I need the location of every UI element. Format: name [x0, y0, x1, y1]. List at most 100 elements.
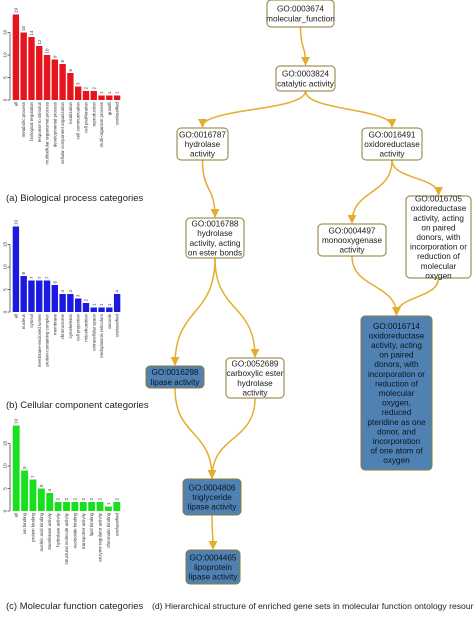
bar-bp-9: [82, 91, 90, 100]
node-text-n7-7: molecular: [421, 262, 457, 271]
bar-cc-10: [90, 307, 97, 312]
bar-bp-5: [51, 59, 59, 100]
node-text-n3-2: activity: [190, 150, 216, 159]
bar-bp-4: [43, 55, 51, 100]
node-text-n10-1: oxidoreductase: [369, 331, 425, 340]
diagram-edges: [170, 26, 443, 550]
node-text-n10-8: oxygen,: [382, 399, 411, 408]
diagram-nodes: GO:0003674molecular_functionGO:0003824ca…: [145, 0, 472, 585]
category-label-bp-2: biological regulation: [29, 101, 34, 140]
node-box-n11: [182, 478, 242, 516]
node-text-n4-0: GO:0016491: [369, 130, 416, 139]
bar-label-mf-3: 5: [39, 484, 44, 487]
y-tick-label-cc-15: 15: [3, 242, 9, 248]
bar-cc-11: [98, 307, 105, 312]
node-text-n10-2: activity, acting: [371, 341, 422, 350]
bar-mf-4: [46, 493, 54, 511]
node-text-n4-2: activity: [379, 150, 405, 159]
node-box-n1: [266, 0, 335, 28]
category-label-mf-6: structural molecule activity: [64, 512, 69, 564]
category-label-mf-3: nucleic acid binding: [39, 512, 44, 551]
bar-cc-1: [20, 276, 27, 312]
category-label-cc-6: chromosome: [60, 313, 65, 339]
node-text-n10-11: donor, and: [377, 427, 416, 436]
bar-bp-12: [106, 95, 113, 100]
bar-label-mf-10: 2: [98, 498, 103, 501]
y-tick-label-cc-10: 10: [3, 264, 9, 270]
category-label-cc-9: mitochondrion: [83, 313, 88, 341]
bar-cc-0: [12, 226, 20, 312]
bar-bp-2: [28, 37, 35, 100]
edge-n8-n11: [174, 387, 217, 479]
node-text-n12-0: GO:0004465: [190, 553, 237, 562]
edge-n11-n12: [208, 514, 218, 550]
category-label-mf-10: enzyme regulator activity: [98, 512, 103, 561]
bar-label-bp-6: 8: [60, 60, 65, 63]
bar-cc-8: [74, 298, 82, 312]
node-text-n11-0: GO:0004806: [189, 483, 236, 492]
edge-n2-n4: [304, 90, 397, 128]
node-box-n9: [225, 357, 285, 399]
node-text-n3-0: GO:0016787: [179, 130, 226, 139]
bar-mf-5: [54, 502, 62, 511]
edge-n5-n9: [214, 257, 260, 358]
category-label-bp-8: cell communication: [76, 101, 81, 139]
node-text-n2-0: GO:0003824: [282, 70, 329, 79]
bar-label-cc-7: 4: [68, 290, 73, 293]
caption-c: (c) Molecular function categories: [6, 601, 144, 612]
category-label-bp-12: growth: [107, 101, 112, 115]
bar-cc-4: [43, 280, 51, 312]
category-label-bp-13: unclassified: [115, 101, 120, 124]
node-box-n6: [317, 223, 387, 257]
bar-label-bp-2: 14: [29, 30, 34, 36]
bar-bp-7: [67, 73, 74, 100]
node-text-n6-2: activity: [339, 246, 365, 255]
bar-label-bp-5: 9: [52, 55, 57, 58]
node-text-n7-1: oxidoreductase: [411, 204, 467, 213]
node-text-n5-1: hydrolase: [197, 229, 233, 238]
category-label-bp-9: cell proliferation: [83, 101, 88, 132]
bar-label-cc-4: 7: [45, 276, 50, 279]
category-label-bp-5: developmental process: [52, 101, 57, 147]
bar-mf-9: [88, 502, 96, 511]
category-label-cc-8: cell projection: [76, 313, 81, 340]
bar-mf-3: [37, 488, 45, 511]
node-text-n7-8: oxygen: [425, 271, 452, 280]
node-text-n10-12: incorporation: [373, 437, 421, 446]
node-text-n10-0: GO:0016714: [373, 322, 420, 331]
bar-bp-0: [12, 14, 20, 100]
bar-bp-10: [90, 91, 97, 100]
node-box-n4: [361, 127, 423, 161]
category-label-bp-6: cellular component organization: [60, 101, 65, 164]
node-text-n3-1: hydrolase: [185, 140, 221, 149]
bar-label-mf-0: 19: [14, 418, 19, 424]
y-tick-label-mf-10: 10: [3, 463, 9, 469]
node-text-n10-14: oxygen: [383, 456, 410, 465]
category-label-cc-2: cytosol: [29, 314, 34, 328]
bar-label-mf-4: 4: [47, 489, 52, 492]
caption-d: (d) Hierarchical structure of enriched g…: [152, 601, 474, 611]
bar-cc-3: [36, 280, 43, 312]
bar-label-bp-8: 3: [76, 82, 81, 85]
category-label-mf-8: transporter activity: [81, 512, 86, 549]
bar-mf-0: [12, 425, 20, 511]
category-label-bp-4: multicellular organismal process: [45, 101, 50, 164]
bar-label-bp-13: 1: [115, 91, 120, 94]
category-label-cc-3: membrane-enclosed lumen: [37, 313, 42, 367]
bar-cc-13: [113, 294, 121, 312]
category-label-mf-7: nucleotide binding: [72, 512, 77, 548]
edge-n7-n10: [392, 277, 440, 316]
